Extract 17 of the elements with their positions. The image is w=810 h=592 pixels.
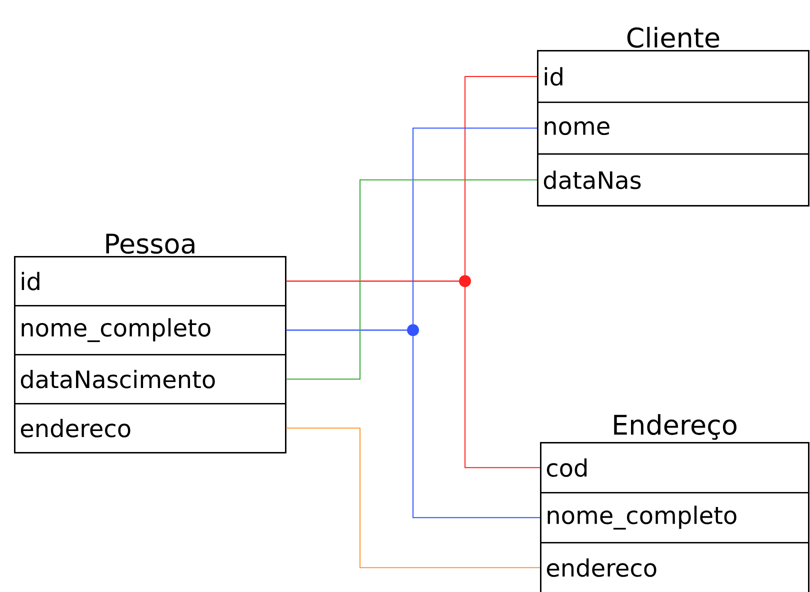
table-row: id <box>537 50 810 103</box>
connector-line <box>286 179 538 380</box>
table-row: endereco <box>14 403 286 454</box>
connector-line <box>286 280 540 468</box>
node-label: Endereço <box>614 414 736 440</box>
connector-line <box>286 428 540 568</box>
table-row: nome_completo <box>540 492 810 544</box>
table-row: nome_completo <box>14 305 286 356</box>
table-row: endereco <box>540 542 810 592</box>
table-row: nome <box>537 102 810 155</box>
node-label: Pessoa <box>106 234 194 254</box>
table-row: id <box>14 256 286 306</box>
node-label: Cliente <box>627 26 720 48</box>
table-row: dataNas <box>537 153 810 206</box>
table-row: dataNascimento <box>14 354 286 404</box>
connector-line <box>286 330 540 518</box>
table-row: cod <box>540 442 810 494</box>
